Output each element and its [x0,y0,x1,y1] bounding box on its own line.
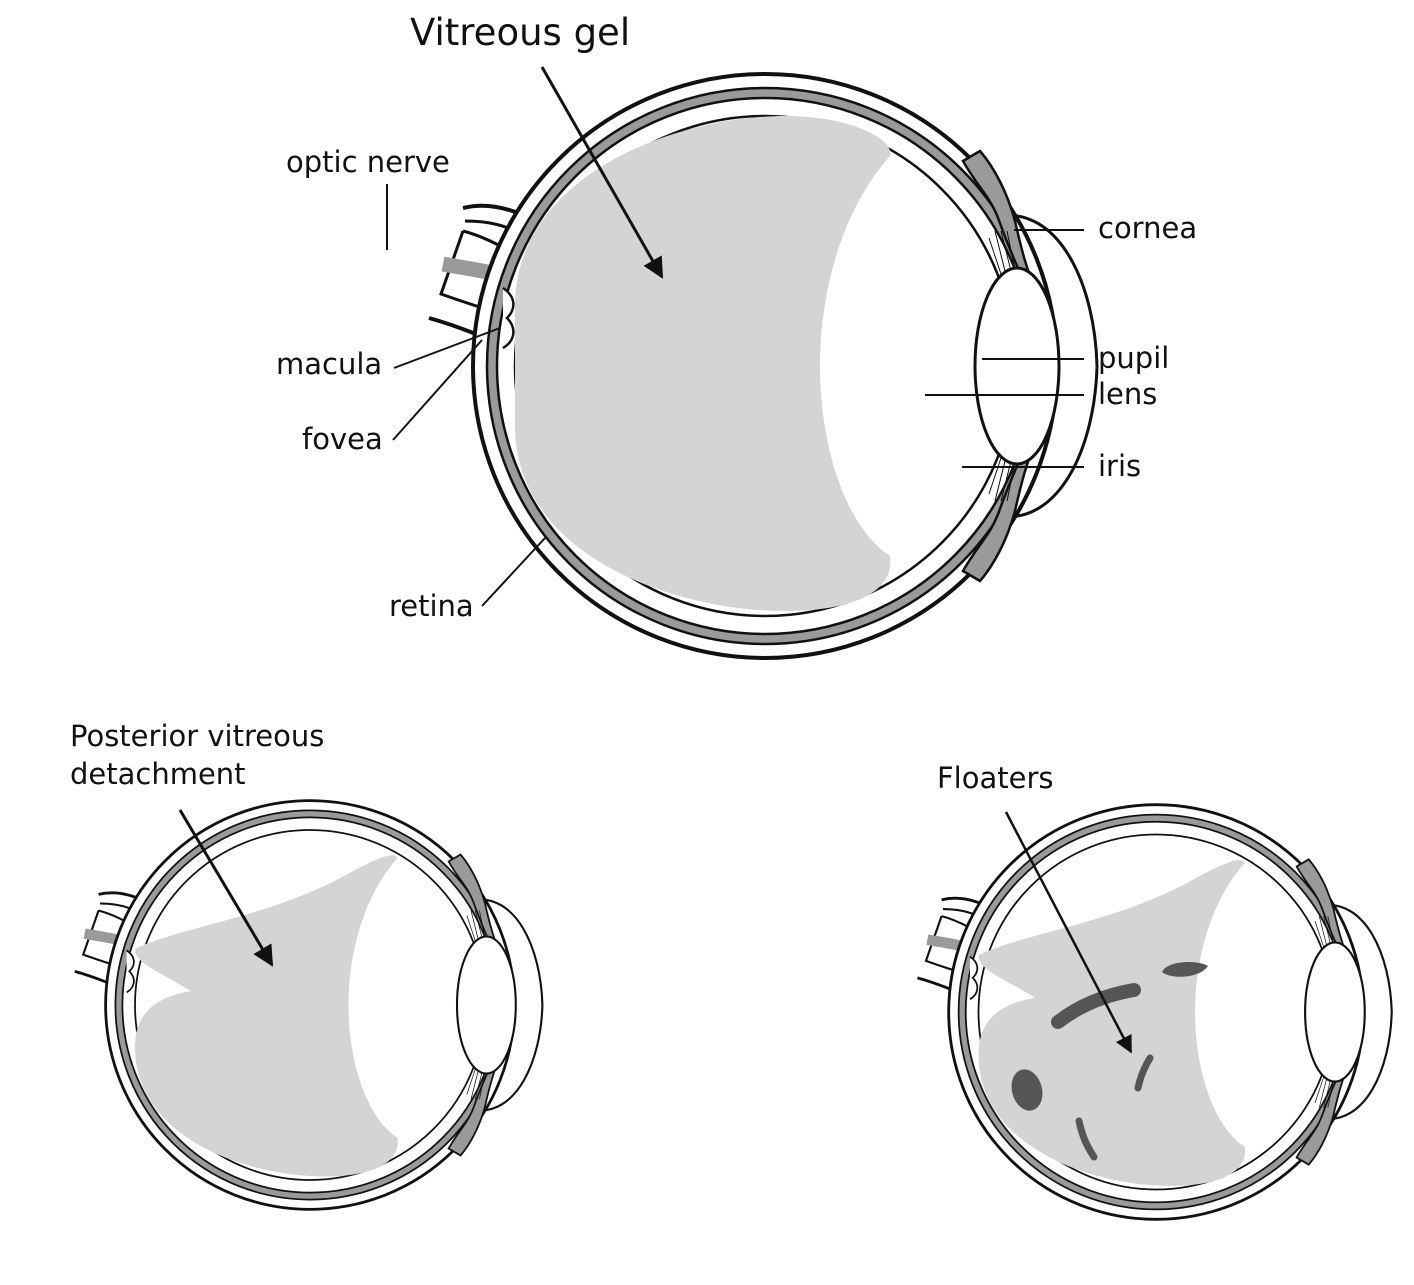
top-eye-cross-section [429,74,1097,658]
label-fovea: fovea [302,422,383,456]
pvd-title-line2: detachment [70,757,246,791]
pvd-eye-cross-section [75,801,543,1210]
pvd-title-line1: Posterior vitreous [70,719,324,753]
pvd-eye-group: Posterior vitreous detachment [70,719,542,1209]
label-retina: retina [389,589,474,623]
label-lens: lens [1098,377,1157,411]
floaters-title: Floaters [937,761,1054,795]
label-macula: macula [276,347,382,381]
label-cornea: cornea [1098,211,1197,245]
top-eye-group: Vitreous gel optic nerve macula fovea re… [276,11,1197,658]
floaters-eye-cross-section [917,805,1391,1220]
vitreous-gel-title: Vitreous gel [410,11,630,54]
leader-fovea [393,340,482,440]
floaters-eye-group: Floaters [917,761,1391,1219]
label-iris: iris [1098,449,1141,483]
leader-retina [482,538,545,606]
label-pupil: pupil [1098,341,1169,375]
label-optic-nerve: optic nerve [286,145,450,179]
